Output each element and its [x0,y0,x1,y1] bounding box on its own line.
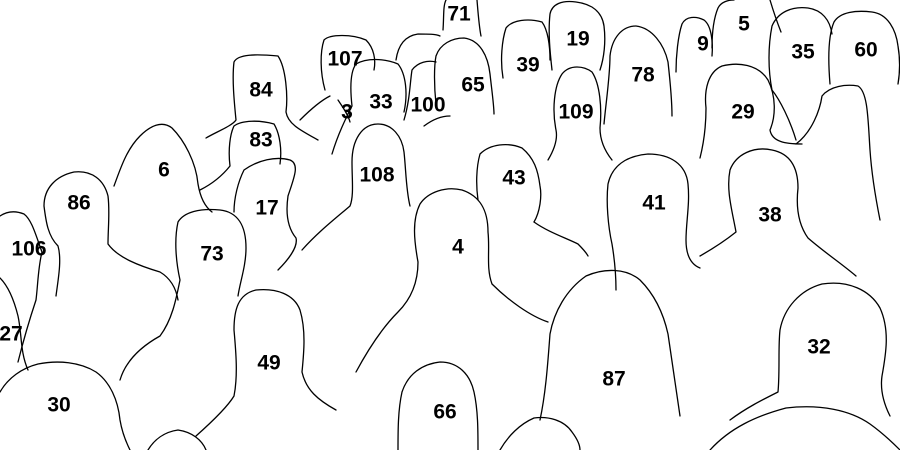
label-66: 66 [433,401,456,424]
label-9: 9 [697,33,709,56]
person-outline-extra-mid [533,221,589,257]
person-outline-3 [299,95,351,123]
label-65: 65 [461,74,485,97]
label-3: 3 [341,101,353,124]
label-86: 86 [67,192,90,215]
label-32: 32 [807,336,830,359]
person-outline-43 [476,143,542,223]
label-6: 6 [158,159,170,182]
label-73: 73 [200,243,223,266]
label-30: 30 [47,394,70,417]
label-29: 29 [731,101,754,124]
person-outline-107 [320,34,376,91]
person-outline-19 [548,0,606,71]
person-outline-39 [500,19,551,79]
label-84: 84 [249,79,273,102]
person-outline-86 [43,171,179,301]
person-outline-71 [442,0,482,37]
person-outline-60 [828,10,900,85]
person-outline-extra-right [795,84,881,221]
person-outline-87 [539,269,681,421]
person-outline-extra-top [395,33,441,61]
person-outline-6 [113,123,213,213]
label-35: 35 [791,41,815,64]
person-outline-41 [606,153,701,291]
person-outline-106 [0,211,43,363]
label-106: 106 [11,238,46,261]
label-109: 109 [558,101,593,124]
person-outline-65 [433,37,495,115]
label-100: 100 [410,94,445,117]
label-83: 83 [249,129,272,152]
label-39: 39 [516,54,539,77]
person-outline-17 [233,157,297,271]
label-87: 87 [602,368,625,391]
person-outline-84 [205,54,319,141]
person-outline-9 [675,16,713,73]
label-5: 5 [738,13,750,36]
person-outline-extra-bottom-right [709,406,900,450]
person-outline-109 [547,66,613,161]
label-107: 107 [327,48,362,71]
person-outline-extra-bottom-left [147,429,207,450]
label-38: 38 [758,204,782,227]
label-4: 4 [452,236,464,259]
label-71: 71 [447,3,471,26]
person-outline-78 [603,25,673,125]
label-41: 41 [642,192,666,215]
person-outline-27 [0,277,29,371]
label-108: 108 [359,164,394,187]
label-27: 27 [0,323,23,346]
person-outline-38 [699,148,857,277]
person-outline-100 [403,60,451,127]
label-33: 33 [369,91,392,114]
label-78: 78 [631,64,655,87]
person-outline-49 [195,288,337,437]
person-outline-33 [331,58,407,155]
person-outline-73 [119,208,247,381]
person-outline-extra-bottom [499,416,581,450]
person-outline-5 [711,0,782,49]
person-outline-66 [397,361,479,450]
person-outline-83 [199,120,282,191]
label-19: 19 [566,28,589,51]
person-outline-108 [301,123,411,251]
person-outline-29 [699,63,803,159]
person-outline-4 [355,188,549,373]
label-60: 60 [854,39,877,62]
person-outline-35 [768,6,833,141]
label-43: 43 [502,167,525,190]
person-outline-32 [729,282,891,421]
label-49: 49 [257,352,280,375]
label-17: 17 [255,197,278,220]
person-outline-30 [0,361,131,450]
